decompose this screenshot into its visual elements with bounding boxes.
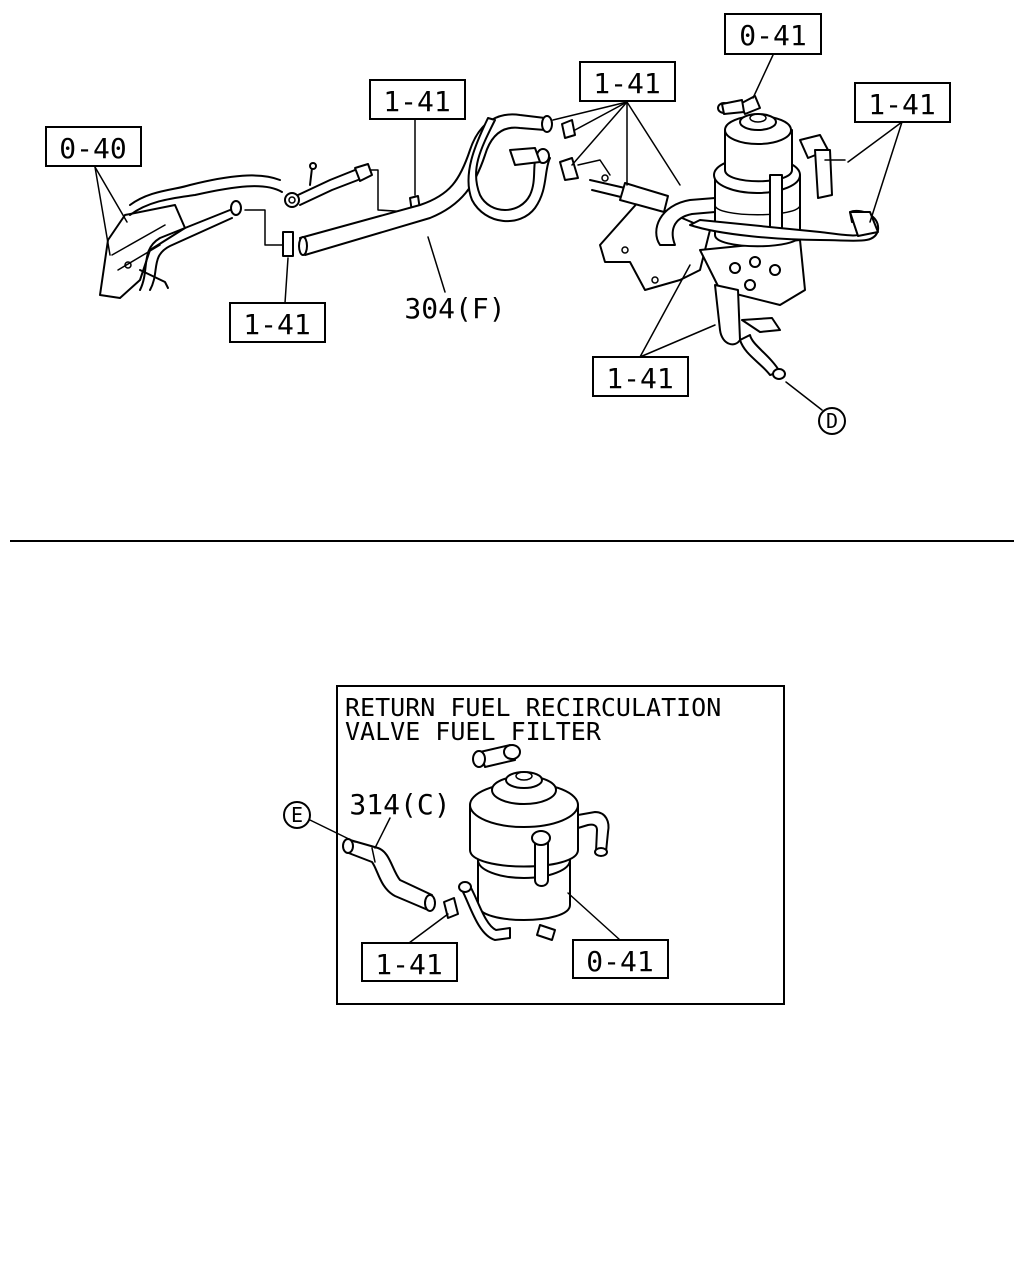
connector-e-label: E [291,803,303,827]
callout-1-41-filter-right: 1-41 [847,82,951,223]
fuel-filter-assembly [589,95,880,380]
part-304-callout: 304(F) [404,236,506,325]
callout-0-41-filter-label: 0-41 [739,19,806,52]
callout-1-41-hose-clamp-lower: 1-41 [229,257,326,343]
part-304-label: 304(F) [404,292,505,325]
callout-1-41-right-label: 1-41 [868,88,935,121]
inset-callout-0-41: 0-41 [567,892,669,979]
connector-d-marker: D [785,381,846,435]
rubber-fuel-hose [298,113,553,256]
callout-1-41-lower-label: 1-41 [243,308,310,341]
inset-callout-1-41: 1-41 [361,913,458,982]
callout-0-40: 0-40 [45,126,142,256]
part-314-callout: 314(C) [349,788,451,849]
fuel-line-assembly: D 0-40 1-41 1-41 304(F) 1-4 [45,13,951,435]
callout-1-41-hose-clamp-upper: 1-41 [369,79,466,196]
callout-1-41-upper-label: 1-41 [383,85,450,118]
inset-title-line2: VALVE FUEL FILTER [345,717,602,746]
inset-fuel-filter [443,744,610,941]
callout-1-41-filter-clamps-label: 1-41 [593,67,660,100]
part-314-label: 314(C) [349,788,450,821]
inset-title-line1: RETURN FUEL RECIRCULATION [345,693,721,722]
callout-1-41-filter-bottom: 1-41 [592,264,716,397]
connector-d-label: D [826,409,838,433]
inset-callout-1-41-label: 1-41 [375,948,442,981]
inset-hose-314 [342,838,436,912]
callout-1-41-filter-clamps: 1-41 [552,61,681,186]
callout-0-41-filter: 0-41 [724,13,822,99]
inset-return-fuel-recirculation-valve: RETURN FUEL RECIRCULATION VALVE FUEL FIL… [283,685,785,1005]
metal-fuel-pipes [129,162,373,291]
inset-callout-0-41-label: 0-41 [586,945,653,978]
callout-1-41-bottom-label: 1-41 [606,362,673,395]
callout-0-40-label: 0-40 [59,132,126,165]
connector-e-marker: E [283,801,356,843]
